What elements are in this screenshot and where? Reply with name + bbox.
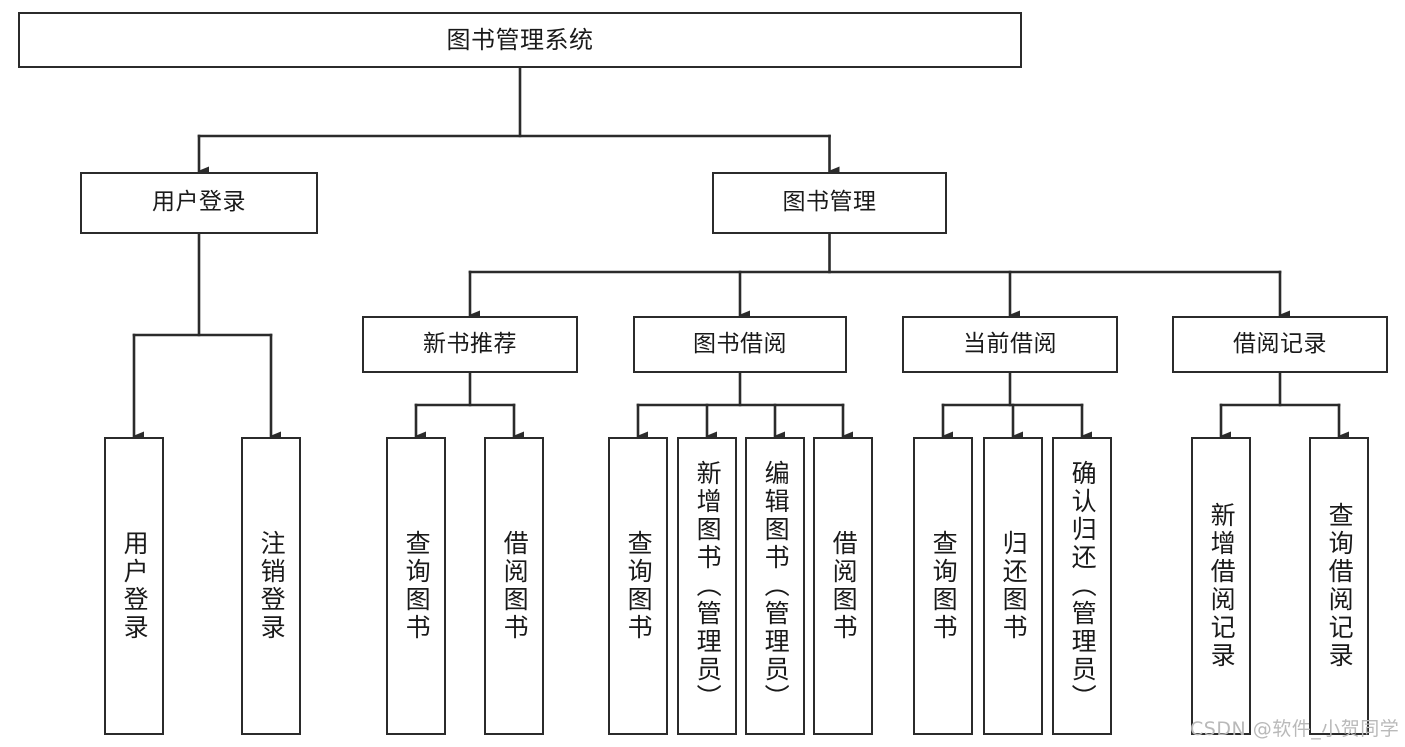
watermark-text: CSDN @软件_小贺同学 <box>1190 718 1400 740</box>
node-book-borrow-label: 图书借阅 <box>693 330 787 357</box>
node-leaf-edit-book-label: 编辑图书（管理员） <box>761 460 791 712</box>
node-leaf-borrow-book-recommend-label: 借阅图书 <box>500 530 530 642</box>
node-leaf-user-login[interactable]: 用户登录 <box>104 437 164 735</box>
node-leaf-return-book-label: 归还图书 <box>999 530 1029 642</box>
connector-lines <box>132 66 1349 441</box>
node-user-login[interactable]: 用户登录 <box>80 172 318 234</box>
node-user-login-label: 用户登录 <box>152 189 246 216</box>
node-leaf-query-book-recommend-label: 查询图书 <box>402 530 432 642</box>
node-leaf-user-login-label: 用户登录 <box>120 530 150 642</box>
node-root[interactable]: 图书管理系统 <box>18 12 1022 68</box>
node-root-label: 图书管理系统 <box>446 25 594 54</box>
node-leaf-query-book-recommend[interactable]: 查询图书 <box>386 437 446 735</box>
node-leaf-confirm-return[interactable]: 确认归还（管理员） <box>1052 437 1112 735</box>
node-leaf-return-book[interactable]: 归还图书 <box>983 437 1043 735</box>
node-leaf-borrow-book-recommend[interactable]: 借阅图书 <box>484 437 544 735</box>
node-leaf-add-book[interactable]: 新增图书（管理员） <box>677 437 737 735</box>
node-leaf-add-book-label: 新增图书（管理员） <box>693 460 723 712</box>
node-book-borrow[interactable]: 图书借阅 <box>633 316 847 373</box>
node-leaf-edit-book[interactable]: 编辑图书（管理员） <box>745 437 805 735</box>
node-new-book-recommend-label: 新书推荐 <box>423 330 517 357</box>
node-leaf-query-borrow-record-label: 查询借阅记录 <box>1325 502 1355 670</box>
node-leaf-borrow-book-label: 借阅图书 <box>829 530 859 642</box>
node-leaf-borrow-book[interactable]: 借阅图书 <box>813 437 873 735</box>
node-leaf-query-book-current-label: 查询图书 <box>929 530 959 642</box>
node-leaf-logout[interactable]: 注销登录 <box>241 437 301 735</box>
node-borrow-record[interactable]: 借阅记录 <box>1172 316 1388 373</box>
node-book-manage-label: 图书管理 <box>782 189 877 216</box>
node-leaf-logout-label: 注销登录 <box>257 530 287 642</box>
node-borrow-record-label: 借阅记录 <box>1233 330 1327 357</box>
node-current-borrow-label: 当前借阅 <box>963 330 1057 357</box>
node-leaf-add-borrow-record[interactable]: 新增借阅记录 <box>1191 437 1251 735</box>
node-current-borrow[interactable]: 当前借阅 <box>902 316 1118 373</box>
node-leaf-confirm-return-label: 确认归还（管理员） <box>1068 460 1098 712</box>
node-leaf-query-borrow-record[interactable]: 查询借阅记录 <box>1309 437 1369 735</box>
node-leaf-query-book-borrow-label: 查询图书 <box>624 530 654 642</box>
node-leaf-query-book-borrow[interactable]: 查询图书 <box>608 437 668 735</box>
node-book-manage[interactable]: 图书管理 <box>712 172 947 234</box>
node-leaf-query-book-current[interactable]: 查询图书 <box>913 437 973 735</box>
node-new-book-recommend[interactable]: 新书推荐 <box>362 316 578 373</box>
node-leaf-add-borrow-record-label: 新增借阅记录 <box>1207 502 1237 670</box>
